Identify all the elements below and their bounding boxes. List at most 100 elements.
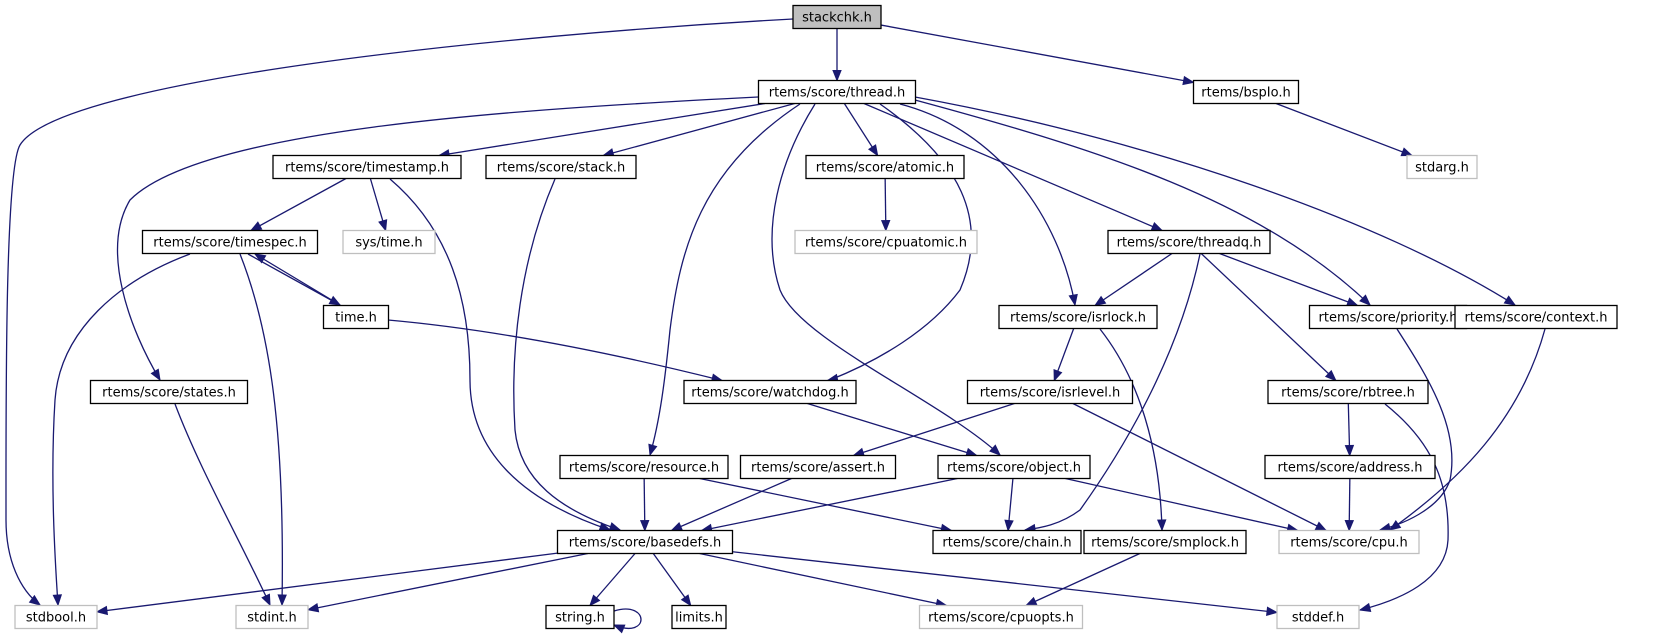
node-bspio[interactable]: rtems/bspIo.h xyxy=(1192,79,1300,105)
node-smplock[interactable]: rtems/score/smplock.h xyxy=(1083,529,1247,555)
arrowhead-icon xyxy=(832,70,842,82)
edge-timestamp-to-timespec xyxy=(250,177,347,232)
node-box xyxy=(141,229,319,255)
node-timespec[interactable]: rtems/score/timespec.h xyxy=(141,229,319,255)
edge-isrlock-to-smplock xyxy=(1099,328,1163,531)
edge-object-to-cpu xyxy=(1065,477,1298,532)
node-box xyxy=(1107,229,1271,255)
node-box xyxy=(1267,379,1429,405)
arrowhead-icon xyxy=(95,605,109,616)
node-label: rtems/score/cpuatomic.h xyxy=(805,236,967,251)
node-stackchk[interactable]: stackchk.h xyxy=(792,4,882,30)
node-box xyxy=(998,304,1158,330)
node-atomic[interactable]: rtems/score/atomic.h xyxy=(805,154,965,180)
arrowhead-icon xyxy=(1314,521,1328,532)
node-label: rtems/score/watchdog.h xyxy=(691,386,848,401)
edge-threadq-to-rbtree xyxy=(1200,253,1337,381)
node-label: rtems/score/resource.h xyxy=(569,461,719,476)
node-chain[interactable]: rtems/score/chain.h xyxy=(932,529,1082,555)
node-timestamp[interactable]: rtems/score/timestamp.h xyxy=(272,154,462,180)
arrowhead-icon xyxy=(150,368,161,382)
node-box xyxy=(1083,529,1247,555)
node-object[interactable]: rtems/score/object.h xyxy=(937,454,1091,480)
node-threadq[interactable]: rtems/score/threadq.h xyxy=(1107,229,1271,255)
node-label: rtems/score/threadq.h xyxy=(1117,236,1262,251)
node-label: rtems/score/rbtree.h xyxy=(1281,386,1415,401)
arrowhead-icon xyxy=(1024,596,1038,607)
arrowhead-icon xyxy=(648,443,658,457)
node-box xyxy=(559,454,729,480)
edge-basedefs-to-stdbool xyxy=(96,552,558,613)
node-isrlevel[interactable]: rtems/score/isrlevel.h xyxy=(966,379,1134,405)
node-stdarg: stdarg.h xyxy=(1406,154,1478,180)
node-isrlock[interactable]: rtems/score/isrlock.h xyxy=(998,304,1158,330)
node-box xyxy=(739,454,897,480)
node-label: rtems/score/thread.h xyxy=(769,86,906,101)
node-cpuopts: rtems/score/cpuopts.h xyxy=(918,604,1084,630)
node-label: rtems/score/atomic.h xyxy=(816,161,954,176)
edge-thread-to-threadq xyxy=(863,102,1163,232)
node-time[interactable]: time.h xyxy=(322,304,390,330)
node-label: stdbool.h xyxy=(26,611,86,626)
node-address[interactable]: rtems/score/address.h xyxy=(1264,454,1436,480)
node-rbtree[interactable]: rtems/score/rbtree.h xyxy=(1267,379,1429,405)
arrowhead-icon xyxy=(52,594,63,607)
node-states[interactable]: rtems/score/states.h xyxy=(89,379,249,405)
edge-bspio-to-stdarg xyxy=(1275,102,1413,157)
node-label: rtems/score/isrlock.h xyxy=(1010,311,1146,326)
arrowhead-icon xyxy=(1053,369,1063,382)
edge-thread-to-object xyxy=(771,103,1001,456)
edge-time-to-timespec xyxy=(254,253,341,306)
edge-thread-to-priority xyxy=(914,99,1371,306)
arrowhead-icon xyxy=(589,594,601,607)
node-stack[interactable]: rtems/score/stack.h xyxy=(485,154,637,180)
node-box xyxy=(918,604,1084,630)
node-label: rtems/score/cpu.h xyxy=(1290,536,1408,551)
node-label: rtems/score/priority.h xyxy=(1319,311,1458,326)
node-label: limits.h xyxy=(675,611,723,626)
node-label: stdarg.h xyxy=(1415,161,1469,176)
edge-assert-to-basedefs xyxy=(671,477,792,532)
node-label: time.h xyxy=(335,311,377,326)
edge-thread-to-watchdog xyxy=(827,103,973,382)
node-label: rtems/score/context.h xyxy=(1465,311,1608,326)
node-box xyxy=(1406,154,1478,180)
node-cpuatomic: rtems/score/cpuatomic.h xyxy=(794,229,978,255)
node-box xyxy=(792,4,882,30)
arrowhead-icon xyxy=(639,519,650,532)
node-label: stddef.h xyxy=(1292,611,1344,626)
node-context[interactable]: rtems/score/context.h xyxy=(1454,304,1618,330)
node-basedefs[interactable]: rtems/score/basedefs.h xyxy=(556,529,734,555)
arrowhead-icon xyxy=(1503,295,1517,306)
arrowhead-icon xyxy=(680,594,692,607)
node-label: rtems/score/chain.h xyxy=(942,536,1071,551)
node-watchdog[interactable]: rtems/score/watchdog.h xyxy=(683,379,857,405)
node-label: string.h xyxy=(555,611,605,626)
node-string[interactable]: string.h xyxy=(545,604,615,630)
edge-isrlevel-to-cpu xyxy=(1072,402,1327,532)
node-box xyxy=(235,604,309,630)
node-label: stackchk.h xyxy=(802,11,872,26)
edge-basedefs-to-limits xyxy=(652,553,692,606)
node-limits[interactable]: limits.h xyxy=(671,604,727,630)
arrowhead-icon xyxy=(1004,519,1014,532)
node-label: sys/time.h xyxy=(355,236,422,251)
node-cpu: rtems/score/cpu.h xyxy=(1278,529,1420,555)
node-thread[interactable]: rtems/score/thread.h xyxy=(757,79,917,105)
edge-timespec-to-stdint xyxy=(239,253,284,606)
node-priority[interactable]: rtems/score/priority.h xyxy=(1308,304,1468,330)
node-box xyxy=(272,154,462,180)
node-box xyxy=(1278,529,1420,555)
node-assert[interactable]: rtems/score/assert.h xyxy=(739,454,897,480)
node-box xyxy=(683,379,857,405)
arrowhead-icon xyxy=(1344,444,1355,457)
arrowhead-icon xyxy=(1388,520,1402,531)
node-box xyxy=(671,604,727,630)
node-stddef: stddef.h xyxy=(1276,604,1360,630)
node-box xyxy=(932,529,1082,555)
node-box xyxy=(966,379,1134,405)
node-resource[interactable]: rtems/score/resource.h xyxy=(559,454,729,480)
edge-context-to-cpu xyxy=(1389,328,1546,531)
node-box xyxy=(485,154,637,180)
node-label: rtems/score/timestamp.h xyxy=(285,161,449,176)
